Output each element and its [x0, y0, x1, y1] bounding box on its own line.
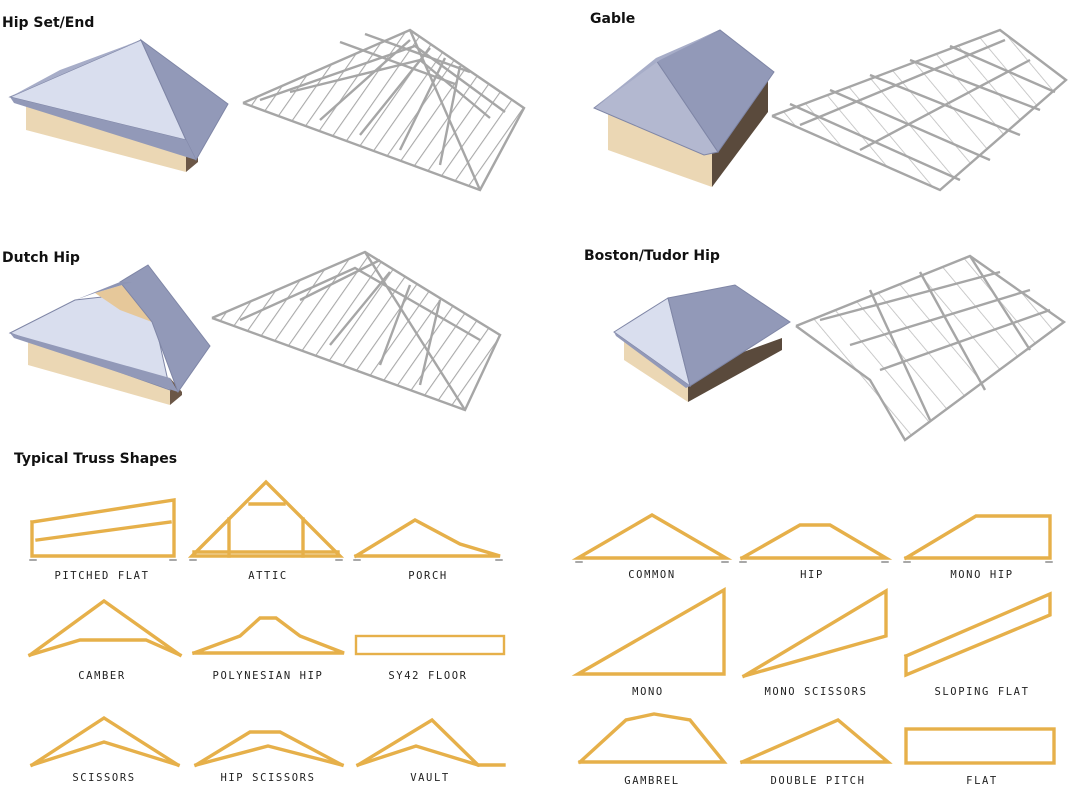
roof-illustrations — [8, 28, 1068, 442]
truss-sy42-floor — [354, 634, 506, 656]
bearing-pads — [29, 559, 1053, 563]
dutch-hip-frame-illustration — [211, 250, 502, 412]
truss-flat — [904, 727, 1056, 765]
label-mono-hip: MONO HIP — [950, 569, 1014, 581]
label-scissors: SCISSORS — [72, 772, 136, 784]
label-vault: VAULT — [410, 772, 450, 784]
label-attic: ATTIC — [248, 570, 288, 582]
label-mono-scissors: MONO SCISSORS — [764, 686, 868, 698]
heading-gable: Gable — [590, 11, 636, 27]
truss-sloping-flat — [903, 591, 1052, 678]
gable-frame-illustration — [771, 28, 1068, 192]
heading-dutch-hip: Dutch Hip — [2, 250, 80, 266]
truss-vault — [355, 717, 506, 768]
gable-house-illustration — [593, 29, 775, 187]
heading-typical-truss-shapes: Typical Truss Shapes — [14, 451, 178, 467]
truss-camber — [27, 598, 183, 658]
label-common: COMMON — [628, 569, 676, 581]
label-gambrel: GAMBREL — [624, 775, 680, 787]
truss-polynesian-hip — [191, 616, 345, 656]
label-mono: MONO — [632, 686, 664, 698]
label-hip: HIP — [800, 569, 824, 581]
truss-mono — [571, 587, 726, 676]
label-sloping-flat: SLOPING FLAT — [934, 686, 1030, 698]
heading-hip-set-end: Hip Set/End — [2, 15, 95, 31]
truss-hip-scissors — [193, 730, 345, 768]
label-flat: FLAT — [966, 775, 998, 787]
dutch-hip-house-illustration — [8, 264, 211, 405]
label-polynesian-hip: POLYNESIAN HIP — [212, 670, 324, 682]
label-camber: CAMBER — [78, 670, 126, 682]
hip-set-end-house-illustration — [8, 38, 229, 172]
label-pitched-flat: PITCHED FLAT — [54, 570, 150, 582]
truss-common — [571, 513, 733, 560]
truss-gambrel — [577, 712, 728, 765]
label-porch: PORCH — [408, 570, 448, 582]
truss-scissors — [29, 715, 181, 768]
truss-hip — [739, 523, 893, 561]
boston-tudor-hip-frame-illustration — [795, 254, 1067, 442]
boston-tudor-hip-house-illustration — [613, 284, 791, 402]
truss-double-pitch — [739, 718, 893, 765]
label-hip-scissors: HIP SCISSORS — [220, 772, 316, 784]
heading-boston-tudor-hip: Boston/Tudor Hip — [584, 248, 720, 264]
truss-mono-hip — [903, 514, 1052, 561]
label-double-pitch: DOUBLE PITCH — [770, 775, 866, 787]
truss-attic — [187, 479, 345, 558]
label-sy42-floor: SY42 FLOOR — [388, 670, 468, 682]
hip-set-end-frame-illustration — [242, 28, 526, 192]
truss-porch — [353, 518, 501, 559]
truss-pitched-flat — [30, 498, 176, 558]
truss-mono-scissors — [741, 588, 888, 679]
